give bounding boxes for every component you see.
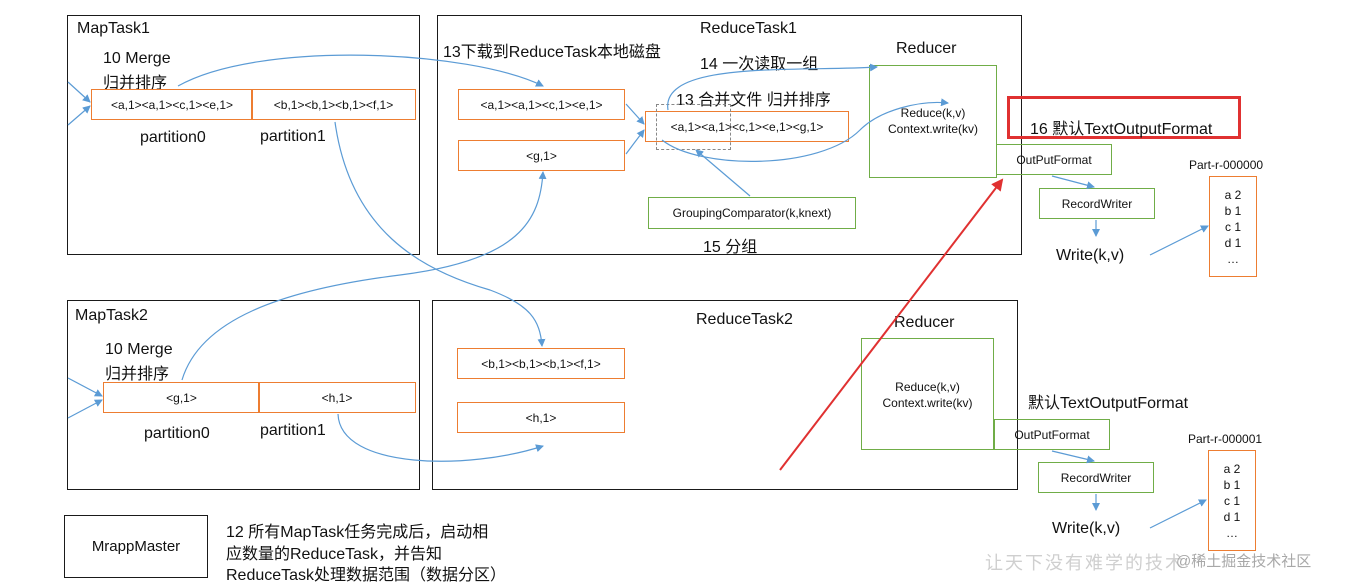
output-file-1-line: c 1	[1224, 219, 1241, 234]
shuffle-arrow-map1-p0	[177, 54, 544, 87]
write-call-1: Write(k,v)	[1056, 247, 1125, 264]
output-file-2-name: Part-r-000001	[1188, 432, 1263, 446]
maptask2-title: MapTask2	[75, 307, 148, 324]
format-to-writer-arrow-1	[1051, 175, 1095, 190]
write-to-file-arrow-1	[1149, 225, 1209, 256]
record-writer-1: RecordWriter	[1039, 188, 1155, 219]
map1-input-arrow	[67, 105, 91, 126]
grouping-step-label: 15 分组	[703, 239, 758, 256]
reducetask2-container	[432, 300, 1018, 490]
maptask1-container	[67, 15, 420, 255]
reducetask1-container	[437, 15, 1022, 255]
text-output-format-highlight	[1007, 96, 1241, 139]
download-step-label: 13下载到ReduceTask本地磁盘	[443, 44, 661, 61]
reducer2-title: Reducer	[894, 314, 955, 331]
output-file-1: a 2 b 1 c 1 d 1 …	[1209, 176, 1257, 277]
mrappmaster-note-line2: 应数量的ReduceTask，并告知	[226, 546, 443, 563]
maptask1-partition0-label: partition0	[140, 129, 206, 146]
output-file-1-line: d 1	[1224, 235, 1242, 250]
format-to-writer-arrow-2	[1051, 450, 1095, 464]
comparator-arrow	[695, 149, 751, 197]
maptask1-merge-label: 10 Merge	[103, 50, 171, 67]
reducer2-reduce-call: Reduce(k,v)	[895, 380, 960, 394]
output-format-1: OutPutFormat	[996, 144, 1112, 175]
reducetask2-data1: <b,1><b,1><b,1><f,1>	[457, 348, 625, 379]
output-file-2-line: d 1	[1223, 509, 1241, 524]
maptask2-merge-label: 10 Merge	[105, 341, 173, 358]
reducetask1-data1: <a,1><a,1><c,1><e,1>	[458, 89, 625, 120]
maptask2-partition0-data: <g,1>	[103, 382, 260, 413]
maptask2-merge-sort-label: 归并排序	[105, 366, 170, 383]
output-file-1-line: b 1	[1224, 203, 1242, 218]
shuffle-arrow-map2-p1	[337, 413, 544, 462]
maptask1-title: MapTask1	[77, 20, 150, 37]
reducetask1-data2: <g,1>	[458, 140, 625, 171]
reducer2-box	[861, 338, 994, 450]
reducer1-reduce-call: Reduce(k,v)	[900, 106, 966, 120]
output-file-1-line: a 2	[1224, 187, 1242, 202]
shuffle-arrow-map2-p0	[181, 171, 547, 381]
grouping-comparator: GroupingComparator(k,knext)	[648, 197, 856, 229]
maptask1-partition0-data: <a,1><a,1><c,1><e,1>	[91, 89, 253, 120]
write-to-file-arrow-2	[1149, 499, 1207, 529]
output-file-1-name: Part-r-000000	[1189, 158, 1264, 172]
mrappmaster-box: MrappMaster	[64, 515, 208, 578]
group-window-outline	[656, 104, 731, 150]
reducer1-calls: Reduce(k,v) Context.write(kv)	[870, 104, 996, 138]
output-file-2-line: c 1	[1223, 493, 1240, 508]
map2-input-arrow	[67, 399, 103, 419]
reducer-loop-arrow	[661, 98, 949, 162]
reducer2-context-write: Context.write(kv)	[882, 396, 973, 410]
reducetask1-merged-data: <a,1><a,1><c,1><e,1><g,1>	[645, 111, 849, 142]
reducetask2-title: ReduceTask2	[696, 311, 793, 328]
maptask2-partition1-data: <h,1>	[258, 382, 416, 413]
merge-arrow	[625, 129, 645, 155]
maptask1-partition1-label: partition1	[260, 128, 326, 145]
reducetask2-data2: <h,1>	[457, 402, 625, 433]
mrappmaster-note-line3: ReduceTask处理数据范围（数据分区）	[226, 567, 507, 584]
map1-input-arrow	[67, 81, 91, 103]
maptask2-partition0-label: partition0	[144, 425, 210, 442]
output-file-2-line: a 2	[1223, 461, 1241, 476]
default-output-format-label: 默认TextOutputFormat	[1028, 395, 1189, 412]
shuffle-arrow-map1-p1	[334, 121, 546, 347]
maptask1-partition1-data: <b,1><b,1><b,1><f,1>	[251, 89, 416, 120]
output-file-1-line: …	[1227, 251, 1239, 266]
reducer1-title: Reducer	[896, 40, 957, 57]
map2-input-arrow	[67, 377, 103, 397]
record-writer-2: RecordWriter	[1038, 462, 1154, 493]
output-file-2-line: …	[1226, 525, 1238, 540]
output-file-2: a 2 b 1 c 1 d 1 …	[1208, 450, 1256, 551]
text-output-format-label: 16 默认TextOutputFormat	[1030, 121, 1213, 138]
reducer2-calls: Reduce(k,v) Context.write(kv)	[862, 378, 993, 412]
watermark-credit: @稀土掘金技术社区	[1176, 553, 1312, 570]
maptask1-merge-sort-label: 归并排序	[103, 75, 168, 92]
output-format-2: OutPutFormat	[994, 419, 1110, 450]
merge-arrow	[625, 103, 645, 125]
reducer1-context-write: Context.write(kv)	[887, 122, 979, 136]
reducetask1-title: ReduceTask1	[700, 20, 797, 37]
maptask2-container	[67, 300, 420, 490]
write-call-2: Write(k,v)	[1052, 520, 1121, 537]
highlight-pointer-arrow	[779, 178, 1004, 471]
output-file-2-line: b 1	[1223, 477, 1241, 492]
mrappmaster-note-line1: 12 所有MapTask任务完成后，启动相	[226, 524, 489, 541]
maptask2-partition1-label: partition1	[260, 422, 326, 439]
watermark-text: 让天下没有难学的技术	[985, 553, 1185, 574]
read-group-arrow	[667, 63, 878, 111]
